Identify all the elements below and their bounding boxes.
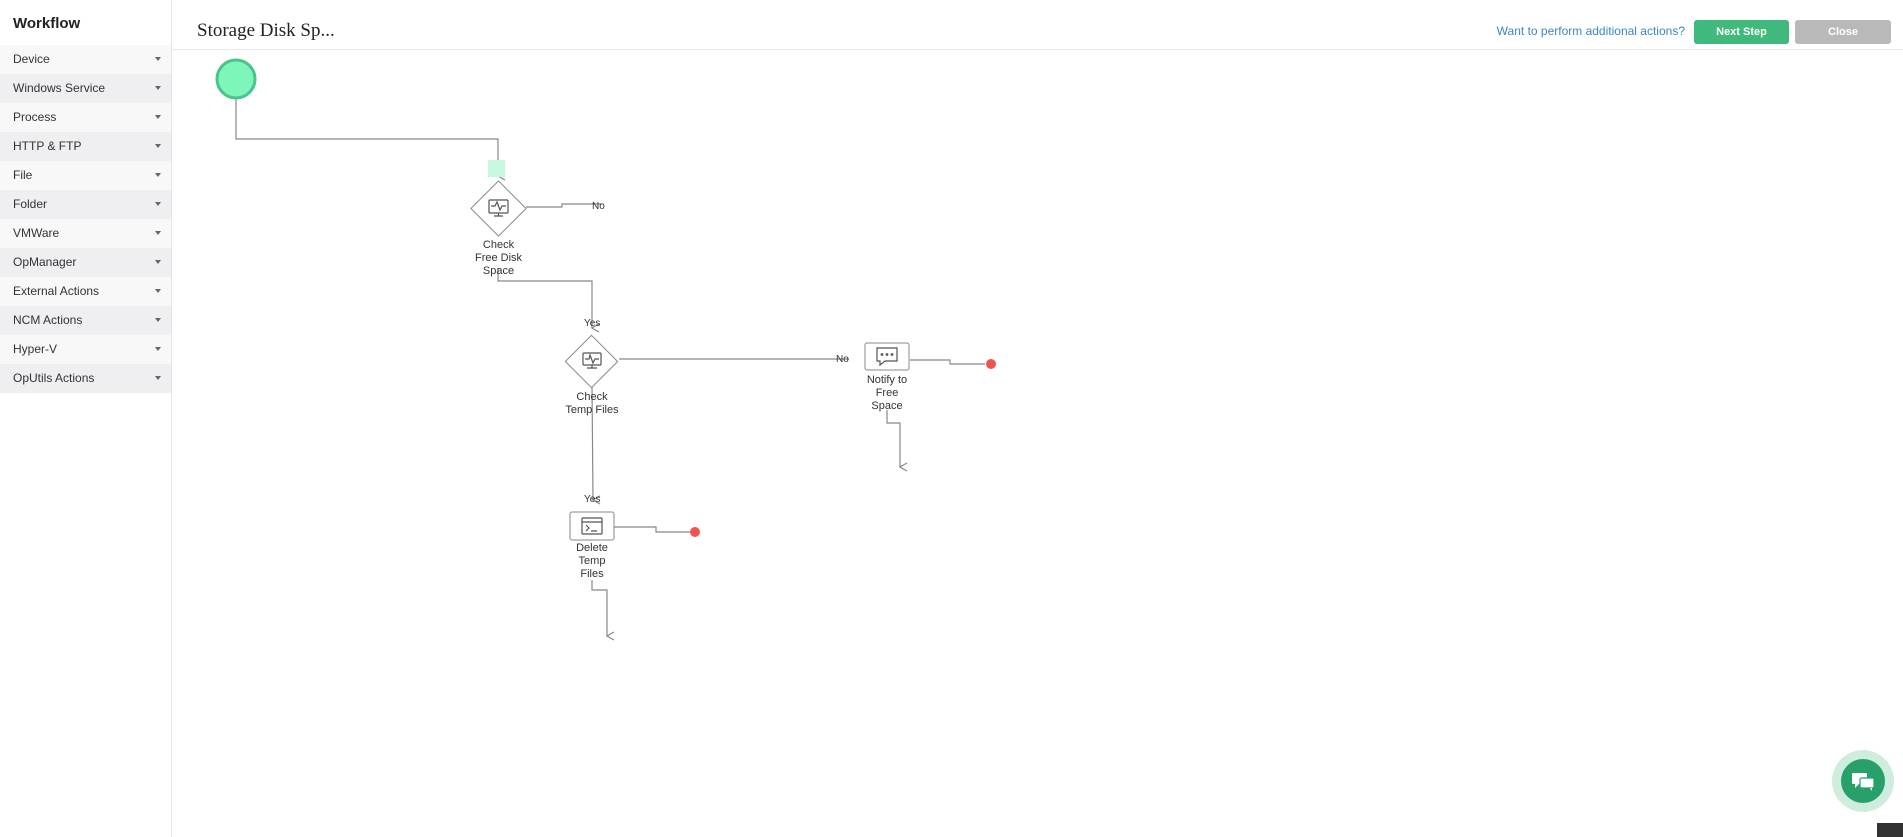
chat-button[interactable] xyxy=(1832,750,1894,812)
corner-indicator xyxy=(1877,823,1903,837)
node-label: Delete xyxy=(576,542,608,554)
caret-down-icon xyxy=(155,115,161,119)
workflow-sidebar: Workflow Device Windows Service Process … xyxy=(0,0,172,837)
chat-icon xyxy=(1852,773,1875,791)
caret-down-icon xyxy=(155,231,161,235)
caret-down-icon xyxy=(155,173,161,177)
node-check-free-disk-space[interactable]: Check Free Disk Space xyxy=(470,180,527,277)
sidebar-item-opmanager[interactable]: OpManager xyxy=(0,248,171,277)
sidebar-item-ncm-actions[interactable]: NCM Actions xyxy=(0,306,171,335)
sidebar-menu: Device Windows Service Process HTTP & FT… xyxy=(0,45,171,393)
caret-down-icon xyxy=(155,144,161,148)
sidebar-item-external-actions[interactable]: External Actions xyxy=(0,277,171,306)
node-label: Space xyxy=(871,400,902,412)
node-label: Check xyxy=(483,239,515,251)
monitor-icon xyxy=(488,199,509,217)
connector-delete-to-end[interactable] xyxy=(614,526,691,533)
connector-check-temp-yes[interactable] xyxy=(591,386,601,505)
start-node[interactable] xyxy=(215,58,257,100)
sidebar-item-label: VMWare xyxy=(13,226,60,240)
branch-label-no: No xyxy=(592,201,605,212)
connector-notify-to-end[interactable] xyxy=(910,359,985,365)
additional-actions-link[interactable]: Want to perform additional actions? xyxy=(1496,24,1685,38)
sidebar-item-folder[interactable]: Folder xyxy=(0,190,171,219)
caret-down-icon xyxy=(155,376,161,380)
sidebar-item-http-ftp[interactable]: HTTP & FTP xyxy=(0,132,171,161)
sidebar-item-label: External Actions xyxy=(13,284,100,298)
connector-notify-down[interactable] xyxy=(886,410,908,472)
node-check-temp-files[interactable]: Check Temp Files xyxy=(564,334,619,416)
connector-check-disk-no[interactable] xyxy=(526,203,602,208)
caret-down-icon xyxy=(155,86,161,90)
node-label: Free xyxy=(876,387,899,399)
end-node[interactable] xyxy=(690,527,700,537)
message-icon xyxy=(876,347,898,367)
sidebar-item-label: Hyper-V xyxy=(13,342,58,356)
sidebar-title: Workflow xyxy=(13,15,81,32)
node-label: Notify to xyxy=(867,374,907,386)
terminal-icon xyxy=(581,517,603,535)
next-step-button[interactable]: Next Step xyxy=(1694,20,1789,44)
sidebar-item-label: OpUtils Actions xyxy=(13,371,95,385)
node-label: Temp xyxy=(579,555,606,567)
caret-down-icon xyxy=(155,57,161,61)
end-node[interactable] xyxy=(986,359,996,369)
sidebar-item-label: Windows Service xyxy=(13,81,106,95)
connector-delete-down[interactable] xyxy=(591,580,615,641)
sidebar-item-vmware[interactable]: VMWare xyxy=(0,219,171,248)
workflow-header: Storage Disk Sp... Want to perform addit… xyxy=(171,0,1903,50)
node-label: Files xyxy=(580,568,604,580)
connector-check-disk-yes[interactable] xyxy=(497,268,600,333)
sidebar-item-device[interactable]: Device xyxy=(0,45,171,74)
caret-down-icon xyxy=(155,318,161,322)
connector-start-to-check-disk[interactable] xyxy=(235,98,506,181)
sidebar-item-label: HTTP & FTP xyxy=(13,139,82,153)
node-label: Space xyxy=(483,265,514,277)
close-button[interactable]: Close xyxy=(1795,20,1891,44)
sidebar-item-label: File xyxy=(13,168,33,182)
node-label: Temp Files xyxy=(565,404,619,416)
branch-label-yes: Yes xyxy=(584,318,600,329)
monitor-icon xyxy=(582,352,602,369)
branch-label-yes: Yes xyxy=(584,494,600,505)
sidebar-item-label: Device xyxy=(13,52,50,66)
sidebar-item-process[interactable]: Process xyxy=(0,103,171,132)
sidebar-item-hyper-v[interactable]: Hyper-V xyxy=(0,335,171,364)
page-title: Storage Disk Sp... xyxy=(197,20,335,41)
sidebar-item-label: OpManager xyxy=(13,255,77,269)
drop-target-highlight xyxy=(488,160,505,177)
caret-down-icon xyxy=(155,202,161,206)
chat-button-inner xyxy=(1841,759,1885,803)
node-label: Check xyxy=(576,391,608,403)
sidebar-item-label: NCM Actions xyxy=(13,313,83,327)
sidebar-item-file[interactable]: File xyxy=(0,161,171,190)
caret-down-icon xyxy=(155,260,161,264)
node-notify-to-free-space[interactable]: Notify to Free Space xyxy=(864,342,910,412)
sidebar-item-oputils-actions[interactable]: OpUtils Actions xyxy=(0,364,171,393)
sidebar-item-label: Folder xyxy=(13,197,48,211)
sidebar-item-label: Process xyxy=(13,110,57,124)
sidebar-item-windows-service[interactable]: Windows Service xyxy=(0,74,171,103)
node-delete-temp-files[interactable]: Delete Temp Files xyxy=(569,511,615,580)
caret-down-icon xyxy=(155,347,161,351)
branch-label-no: No xyxy=(836,354,849,365)
caret-down-icon xyxy=(155,289,161,293)
node-label: Free Disk xyxy=(475,252,523,264)
